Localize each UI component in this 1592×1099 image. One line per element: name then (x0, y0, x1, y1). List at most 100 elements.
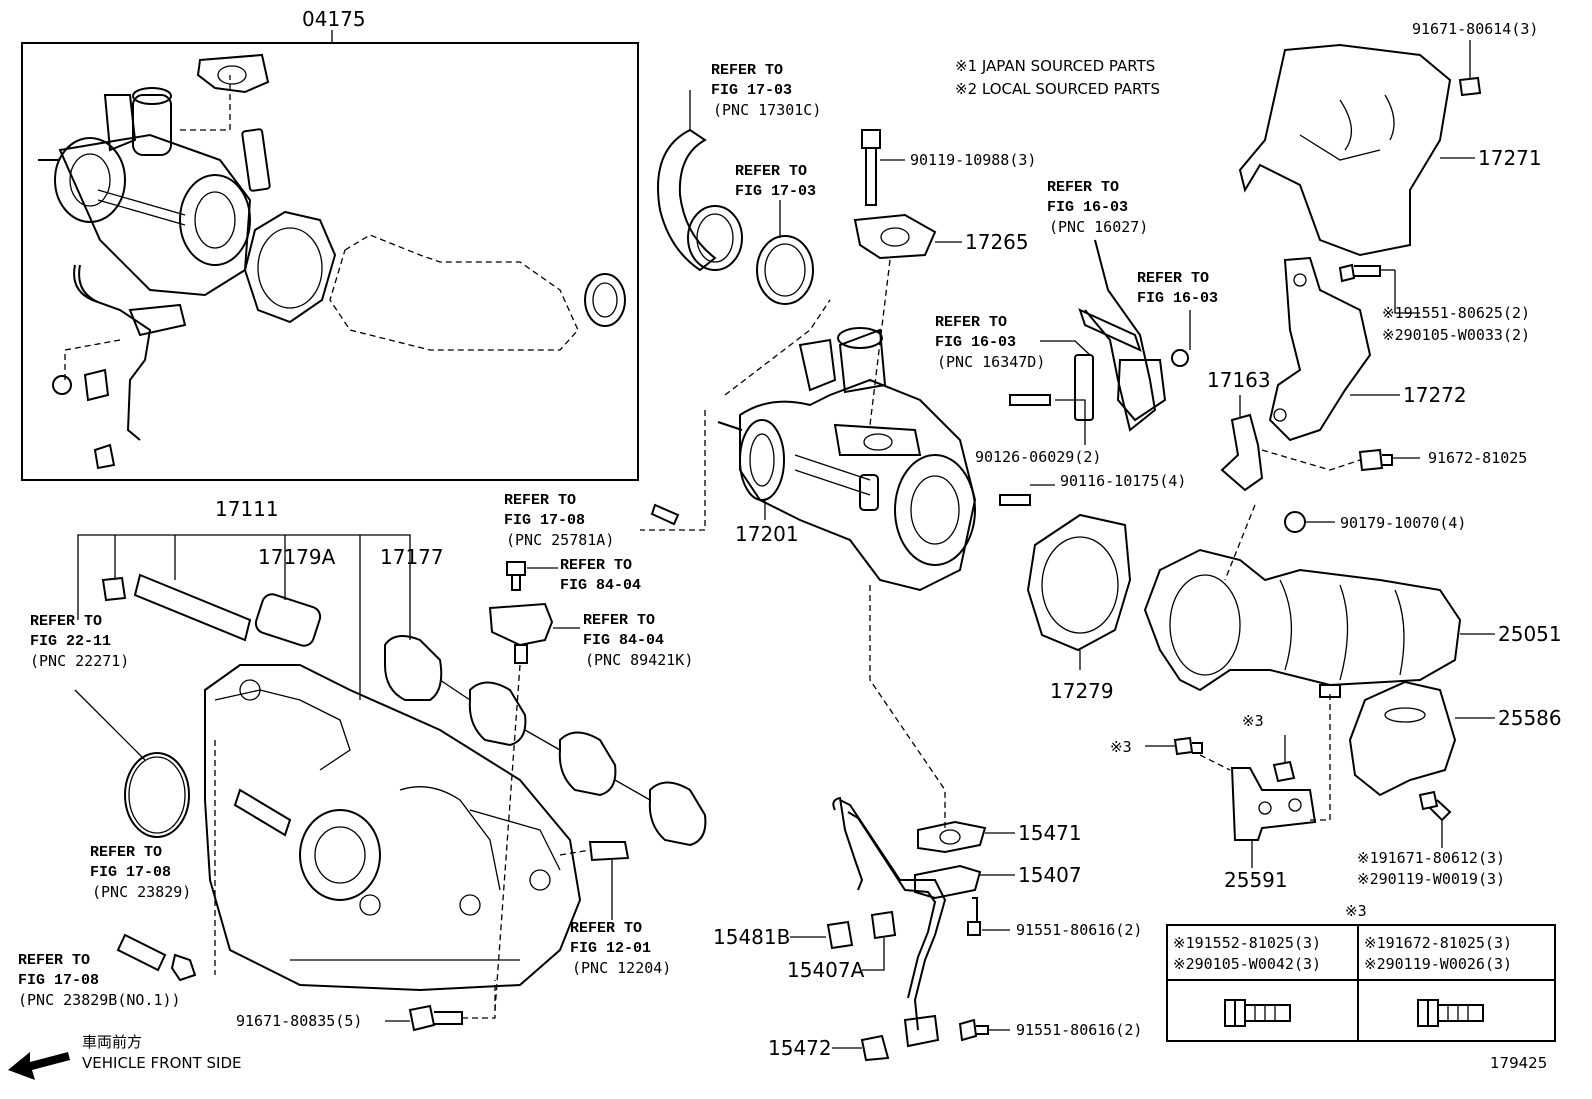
insulator-25586 (1348, 680, 1457, 797)
ref-16347D-l2[interactable]: FIG 16-03 (935, 334, 1016, 351)
stud-90126-06029 (1009, 394, 1051, 406)
kit-gasket-flange (196, 53, 270, 94)
svg-text:REFER TO: REFER TO (711, 62, 783, 79)
kit-ring (584, 273, 626, 327)
ref-22-11-l3: (PNC 22271) (30, 652, 129, 670)
part-17265-label[interactable]: 17265 (965, 230, 1029, 254)
svg-text:FIG 17-08: FIG 17-08 (18, 972, 99, 989)
ref-17301C-l3: (PNC 17301C) (713, 101, 821, 119)
svg-text:(PNC 23829): (PNC 23829) (92, 883, 191, 901)
ref-25781A-l2[interactable]: FIG 17-08 (504, 512, 585, 529)
bolt-91672-81025-label[interactable]: 91672-81025 (1428, 449, 1527, 467)
mark3-a-label: ※3 (1110, 738, 1132, 756)
front-side-jp: 車両前方 (82, 1033, 142, 1051)
svg-text:FIG 16-03: FIG 16-03 (1047, 199, 1128, 216)
bolt-91671-80835 (408, 1004, 463, 1032)
bolt-mark3-a (1173, 736, 1203, 756)
bolt-91551-80616-b-label[interactable]: 91551-80616(2) (1016, 1021, 1142, 1039)
part-17163-label[interactable]: 17163 (1207, 368, 1271, 392)
svg-text:REFER TO: REFER TO (18, 952, 90, 969)
ref-16-03-l2[interactable]: FIG 16-03 (1137, 290, 1218, 307)
part-17111-label[interactable]: 17111 (215, 497, 279, 521)
part-25586-label[interactable]: 25586 (1498, 706, 1562, 730)
part-17201-label[interactable]: 17201 (735, 522, 799, 546)
ref-22-11-l2[interactable]: FIG 22-11 (30, 633, 111, 650)
o-ring-22271 (124, 752, 190, 838)
bolt-90119-10988 (861, 129, 881, 206)
bolt-290119-W0019-label[interactable]: ※290119-W0019(3) (1357, 870, 1505, 888)
bolt-91671-80835-label[interactable]: 91671-80835(5) (236, 1012, 362, 1030)
ref-12-01-l3: (PNC 12204) (572, 959, 671, 977)
bolt-290105-W0033-label[interactable]: ※290105-W0033(2) (1382, 326, 1530, 344)
svg-text:(PNC 17301C): (PNC 17301C) (713, 101, 821, 119)
part-25051-label[interactable]: 25051 (1498, 622, 1562, 646)
part-15472-label[interactable]: 15472 (768, 1036, 832, 1060)
stud-90116-10175 (999, 494, 1031, 506)
ref-84-04-a-l2[interactable]: FIG 84-04 (560, 577, 641, 594)
part-04175-label[interactable]: 04175 (302, 7, 366, 31)
ref-84-04-a-l1: REFER TO (560, 557, 632, 574)
ref-84-04-b-l2[interactable]: FIG 84-04 (583, 632, 664, 649)
ref-25781A-l3: (PNC 25781A) (506, 531, 614, 549)
part-17272-label[interactable]: 17272 (1403, 383, 1467, 407)
vehicle-front-indicator: 車両前方 VEHICLE FRONT SIDE (8, 1033, 242, 1080)
part-25591-label[interactable]: 25591 (1224, 868, 1288, 892)
ref-16027-l1: REFER TO (1047, 179, 1119, 196)
part-15407-label[interactable]: 15407 (1018, 863, 1082, 887)
stud-90126-06029-label[interactable]: 90126-06029(2) (975, 448, 1101, 466)
sensor-12204 (588, 841, 630, 862)
part-17177-label[interactable]: 17177 (380, 545, 444, 569)
flange-bolt-icon-2 (1417, 999, 1484, 1027)
ref-16347D-l3: (PNC 16347D) (937, 353, 1045, 371)
mark3-table-c2b[interactable]: ※290119-W0026(3) (1364, 955, 1512, 973)
mark3-table-c2a[interactable]: ※191672-81025(3) (1364, 934, 1512, 952)
part-15481B-label[interactable]: 15481B (713, 925, 790, 949)
svg-text:REFER TO: REFER TO (570, 920, 642, 937)
ref-17-08-b-l2[interactable]: FIG 17-08 (18, 972, 99, 989)
flange-15407 (914, 864, 982, 900)
ref-17301C-l2[interactable]: FIG 17-03 (711, 82, 792, 99)
converter-25051: 25051 (1143, 548, 1562, 698)
heat-insulator-strip (133, 573, 252, 642)
part-17179A-label[interactable]: 17179A (258, 545, 336, 569)
union-15407A (870, 910, 897, 940)
note-local-sourced: ※2 LOCAL SOURCED PARTS (955, 80, 1160, 98)
part-17279-label[interactable]: 17279 (1050, 679, 1114, 703)
ref-17-03-l2[interactable]: FIG 17-03 (735, 183, 816, 200)
mark3-bolt-table: ※3 ※191552-81025(3) ※290105-W0042(3) ※19… (1166, 902, 1556, 1042)
ref-16027-l2[interactable]: FIG 16-03 (1047, 199, 1128, 216)
hose-23829 (116, 933, 167, 972)
ref-17-08-b-l1: REFER TO (18, 952, 90, 969)
part-15471-label[interactable]: 15471 (1018, 821, 1082, 845)
mark3-table-c1b[interactable]: ※290105-W0042(3) (1173, 955, 1321, 973)
svg-text:FIG 16-03: FIG 16-03 (935, 334, 1016, 351)
gasket-17177 (384, 635, 707, 847)
svg-text:REFER TO: REFER TO (560, 557, 632, 574)
nut-90179-10070-label[interactable]: 90179-10070(4) (1340, 514, 1466, 532)
part-15407A-label[interactable]: 15407A (787, 958, 865, 982)
hose-17301C (657, 128, 717, 272)
part-17271-label[interactable]: 17271 (1478, 146, 1542, 170)
gasket-16347D (1074, 354, 1094, 421)
stud-90116-10175-label[interactable]: 90116-10175(4) (1060, 472, 1186, 490)
bolt-91671-80614-label[interactable]: 91671-80614(3) (1412, 20, 1538, 38)
svg-text:(PNC 25781A): (PNC 25781A) (506, 531, 614, 549)
bolt-90119-10988-label[interactable]: 90119-10988(3) (910, 151, 1036, 169)
front-side-en: VEHICLE FRONT SIDE (82, 1054, 242, 1072)
bracket-17163 (1220, 413, 1264, 492)
bolt-91551-80616-a-label[interactable]: 91551-80616(2) (1016, 921, 1142, 939)
ref-17-08-a-l2[interactable]: FIG 17-08 (90, 864, 171, 881)
hose-end (687, 205, 743, 271)
svg-text:FIG 17-08: FIG 17-08 (504, 512, 585, 529)
heat-shield-17271: 17271 (1238, 43, 1542, 257)
ref-12-01-l2[interactable]: FIG 12-01 (570, 940, 651, 957)
bracket-25591 (1230, 767, 1317, 841)
clamp-17-03 (756, 235, 814, 305)
ref-84-04-b-l1: REFER TO (583, 612, 655, 629)
pin-25781A (650, 503, 680, 526)
mark3-table-c1a[interactable]: ※191552-81025(3) (1173, 934, 1321, 952)
bolt-191671-80612-label[interactable]: ※191671-80612(3) (1357, 849, 1505, 867)
svg-text:REFER TO: REFER TO (735, 163, 807, 180)
bolt-191551-80625-label[interactable]: ※191551-80625(2) (1382, 304, 1530, 322)
